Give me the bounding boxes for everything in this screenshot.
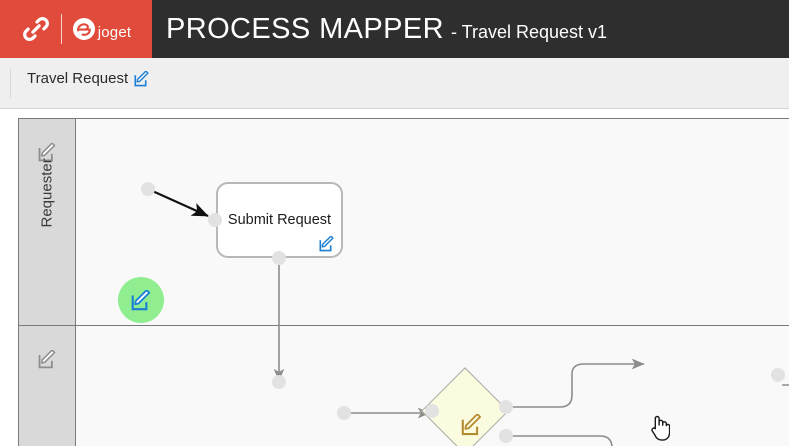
port-start-right[interactable] [141, 182, 155, 196]
pencil-edit-icon[interactable] [461, 414, 483, 436]
port-approve-top[interactable] [272, 375, 286, 389]
swimlane-header-second[interactable] [19, 326, 76, 446]
port-approve-right[interactable] [337, 406, 351, 420]
connector-gateway-to-email [506, 358, 645, 408]
joget-logo-icon [72, 17, 96, 41]
node-label: Submit Request [227, 211, 332, 228]
page-title-sub: - Travel Request v1 [450, 21, 608, 42]
tab-label: Travel Request [27, 70, 129, 87]
node-gateway[interactable] [421, 367, 509, 446]
page-title: PROCESS MAPPER - Travel Request v1 [152, 13, 607, 46]
pencil-edit-icon[interactable] [38, 350, 57, 369]
pencil-edit-icon[interactable] [134, 70, 150, 87]
process-canvas[interactable]: Requester [0, 109, 789, 446]
port-email-right[interactable] [771, 368, 785, 382]
port-gateway-right-bottom[interactable] [499, 429, 513, 443]
tab-bar-divider [10, 68, 11, 98]
joget-wordmark: joget [97, 24, 132, 41]
brand-block: joget [0, 0, 152, 58]
port-gateway-left[interactable] [425, 404, 439, 418]
page-title-main: PROCESS MAPPER [166, 12, 444, 45]
node-submit-request[interactable]: Submit Request [216, 182, 343, 258]
connector-gateway-lower-branch [506, 435, 613, 446]
connector-layer [147, 188, 789, 446]
joget-logo: joget [72, 17, 132, 41]
pencil-edit-icon[interactable] [38, 143, 57, 162]
node-start-event[interactable] [118, 277, 164, 323]
swimlane-header-requester[interactable]: Requester [19, 119, 76, 325]
tab-travel-request[interactable]: Travel Request [27, 70, 150, 87]
port-gateway-right-top[interactable] [499, 400, 513, 414]
connector-start-to-submit [147, 188, 209, 217]
chain-link-icon [21, 14, 51, 44]
pencil-edit-icon[interactable] [131, 289, 152, 311]
app-header: joget PROCESS MAPPER - Travel Request v1 [0, 0, 789, 58]
brand-divider [60, 14, 62, 44]
pencil-edit-icon[interactable] [319, 236, 335, 252]
port-submit-left[interactable] [208, 213, 222, 227]
pointing-hand-cursor [648, 412, 671, 442]
port-submit-bottom[interactable] [272, 251, 286, 265]
tab-bar: Travel Request [0, 58, 789, 109]
